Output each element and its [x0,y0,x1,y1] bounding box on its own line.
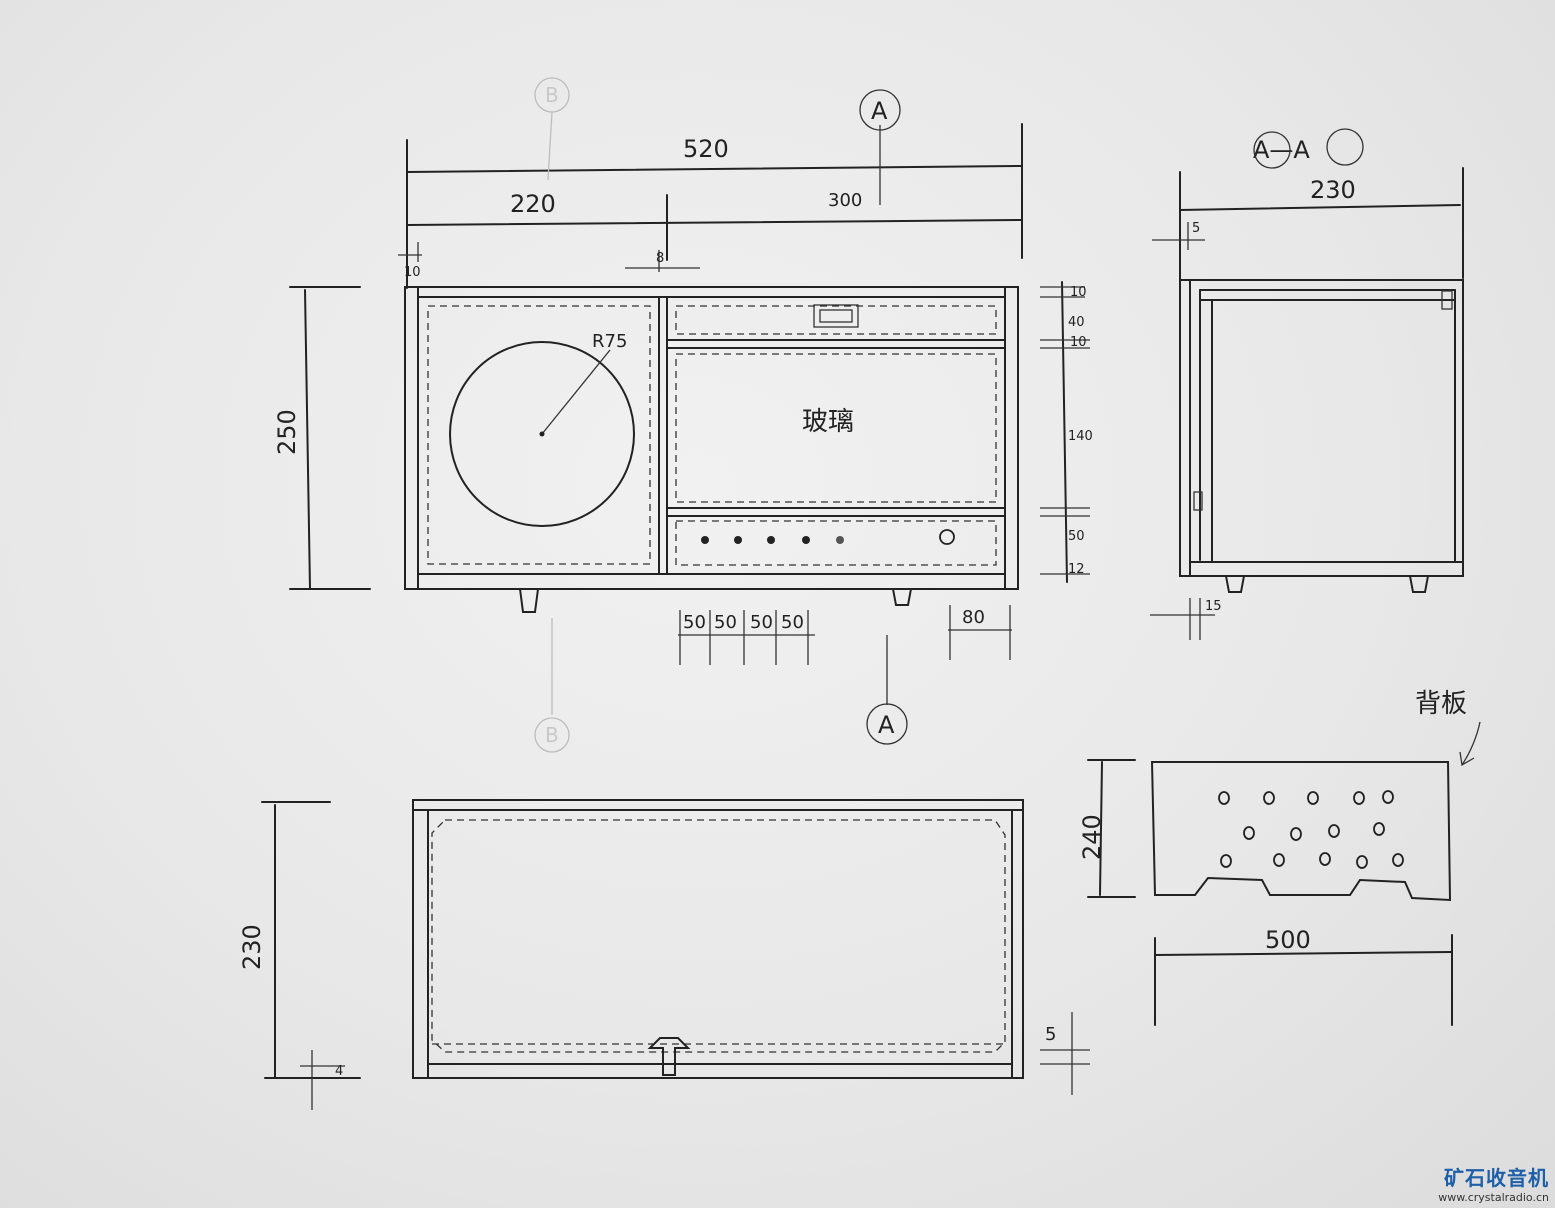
section-view-aa: A—A 230 5 15 [1150,128,1464,640]
section-mark-a-top: A [871,97,888,125]
dim-right-section: 300 [828,190,862,211]
section-mark-b-bottom: B [545,723,559,747]
watermark-url: www.crystalradio.cn [1438,1191,1549,1204]
section-mark-a-bottom: A [878,711,895,739]
speaker-radius-label: R75 [592,331,627,352]
dim-right-4: 140 [1068,429,1093,444]
watermark-title: 矿石收音机 [1444,1166,1549,1190]
speaker-circle [449,341,635,527]
section-depth: 230 [1310,176,1356,204]
glass-label: 玻璃 [802,407,854,437]
top-offset-bottom: 4 [335,1064,343,1079]
dim-height: 250 [273,409,301,455]
dim-right-5: 50 [1068,529,1085,544]
back-panel-height: 240 [1078,814,1106,860]
dim-spacing-1: 50 [683,612,706,633]
top-view: 230 4 5 [238,799,1090,1110]
section-back-thickness: 5 [1192,221,1200,236]
dim-spacing-2: 50 [714,612,737,633]
section-mark-b-top: B [545,83,559,107]
section-front-thickness: 15 [1205,599,1222,614]
dim-partition: 8 [656,251,664,266]
site-watermark: 矿石收音机 www.crystalradio.cn [1438,1162,1549,1204]
dim-left-wall: 10 [404,265,421,280]
back-panel-width: 500 [1265,926,1311,954]
dim-right-6: 12 [1068,562,1085,577]
back-panel-label: 背板 [1415,689,1467,719]
dim-right-2: 40 [1068,315,1085,330]
top-offset-right: 5 [1045,1024,1056,1045]
dim-right-1: 10 [1070,285,1087,300]
top-depth: 230 [238,924,266,970]
dim-spacing-3: 50 [750,612,773,633]
vent-holes [1218,790,1404,869]
dim-spacing-4: 50 [781,612,804,633]
dim-overall-width: 520 [683,135,729,163]
dim-right-3: 10 [1070,335,1087,350]
section-title: A—A [1253,136,1310,164]
front-view: 520 220 300 10 8 A B [273,77,1093,753]
dim-knob-offset: 80 [962,607,985,628]
back-panel: 背板 240 500 [1078,689,1481,1026]
dim-left-section: 220 [510,190,556,218]
